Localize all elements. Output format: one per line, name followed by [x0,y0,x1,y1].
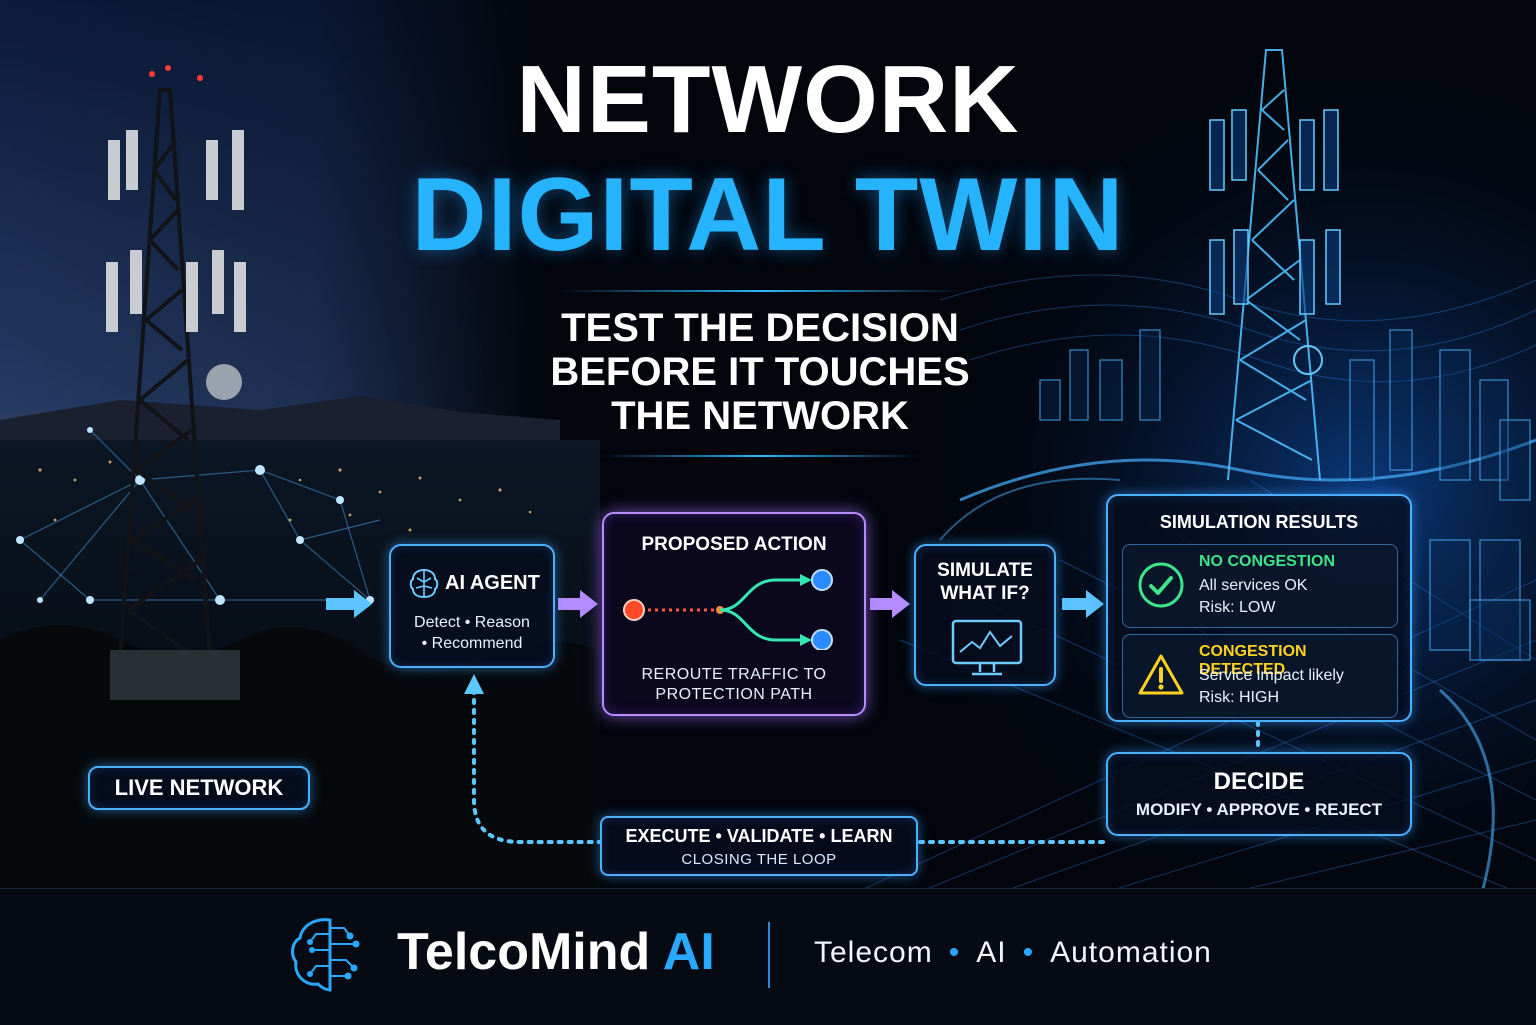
subtitle-line-1: TEST THE DECISION [561,306,959,350]
ai-agent-title: AI AGENT [445,572,540,594]
footer-divider [768,922,770,988]
tagline-telecom: Telecom [814,936,933,969]
decide-title: DECIDE [1213,768,1305,795]
subtitle: TEST THE DECISION BEFORE IT TOUCHES THE … [500,306,1020,438]
subtitle-line-3: THE NETWORK [611,394,909,438]
check-circle-icon [1138,562,1184,608]
result-no-congestion: NO CONGESTION All services OK Risk: LOW [1122,544,1398,628]
simulate-box: SIMULATE WHAT IF? [914,544,1056,686]
loop-line-1: EXECUTE • VALIDATE • LEARN [625,826,893,846]
proposed-action-line-2: PROTECTION PATH [655,686,813,703]
ai-agent-line-1: Detect • Reason [414,614,530,631]
brand-name-ai: AI [662,923,715,981]
proposed-action-title: PROPOSED ACTION [641,534,827,555]
congestion-detected-line-1: Service impact likely [1199,667,1344,684]
simulate-line-1: SIMULATE [937,560,1033,581]
title-digital-twin: DIGITAL TWIN [411,157,1125,273]
ai-agent-line-2: • Recommend [421,635,523,652]
proposed-action-line-1: REROUTE TRAFFIC TO [641,666,827,683]
tagline-ai: AI [976,936,1007,969]
no-congestion-line-1: All services OK [1199,577,1308,594]
loop-line-2: CLOSING THE LOOP [681,851,837,868]
no-congestion-title: NO CONGESTION [1199,553,1336,570]
decide-options: MODIFY • APPROVE • REJECT [1135,800,1383,819]
no-congestion-line-2: Risk: LOW [1199,599,1276,616]
monitor-chart-icon [951,619,1023,676]
reroute-path-icon [623,569,833,650]
tagline-automation: Automation [1050,936,1212,969]
brain-icon [409,568,439,599]
live-network-label: LIVE NETWORK [88,766,310,810]
subtitle-rule-top [560,290,964,292]
closing-loop-box: EXECUTE • VALIDATE • LEARN CLOSING THE L… [600,816,918,876]
proposed-action-box: PROPOSED ACTION REROUTE TRAFFIC TO PROTE… [602,512,866,716]
subtitle-rule-bottom [600,455,920,457]
warning-triangle-icon [1138,654,1184,695]
subtitle-line-2: BEFORE IT TOUCHES [550,350,970,394]
tagline-dot-1: • [948,936,961,969]
result-congestion-detected: CONGESTION DETECTED Service impact likel… [1122,634,1398,718]
brand-name: TelcoMind AI [397,920,715,984]
congestion-detected-title: CONGESTION DETECTED [1199,643,1307,678]
ai-agent-box: AI AGENT Detect • Reason • Recommend [389,544,555,668]
title-network: NETWORK [516,46,1020,153]
simulate-line-2: WHAT IF? [940,583,1030,604]
brand-name-main: TelcoMind [397,923,651,981]
live-network-text: LIVE NETWORK [114,775,284,800]
simulation-results-panel: SIMULATION RESULTS NO CONGESTION All ser… [1106,494,1412,722]
footer-tagline: Telecom • AI • Automation [814,934,1212,972]
tagline-dot-2: • [1022,936,1035,969]
decide-box: DECIDE MODIFY • APPROVE • REJECT [1106,752,1412,836]
congestion-detected-line-2: Risk: HIGH [1199,689,1279,706]
simulation-results-title: SIMULATION RESULTS [1159,512,1359,532]
brain-circuit-logo-icon [291,918,360,992]
